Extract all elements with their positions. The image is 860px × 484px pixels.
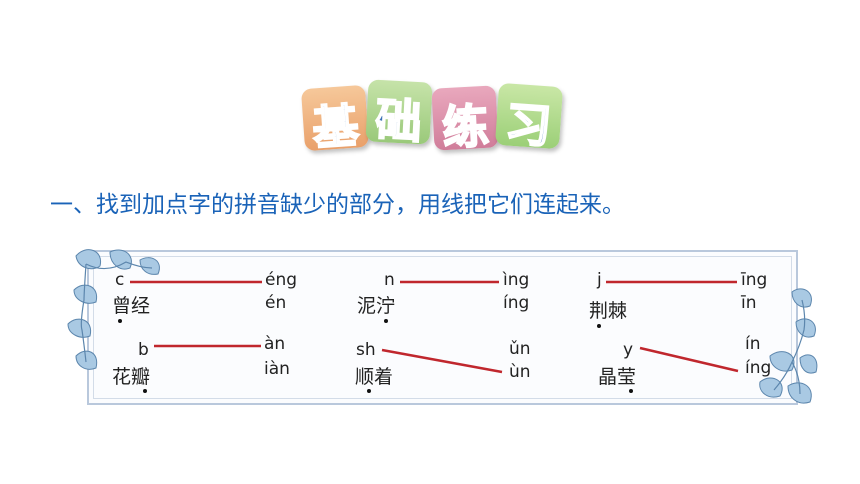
letter-j: j bbox=[597, 270, 602, 290]
word-cengjing: 曾经 bbox=[112, 295, 151, 317]
option-ing-1: īng bbox=[741, 270, 768, 290]
option-en: én bbox=[265, 293, 287, 313]
letter-y: y bbox=[623, 340, 634, 360]
option-an-4: àn bbox=[264, 334, 286, 354]
letter-b: b bbox=[138, 340, 149, 360]
leaf-decoration-right bbox=[759, 288, 818, 404]
option-ing-4: ìng bbox=[503, 270, 530, 290]
emphasis-dot bbox=[367, 389, 371, 393]
emphasis-dot bbox=[143, 389, 147, 393]
leaf-decoration-left bbox=[67, 249, 160, 370]
option-ian-4: iàn bbox=[264, 359, 290, 379]
option-eng: éng bbox=[265, 270, 298, 290]
word-huaban: 花瓣 bbox=[112, 366, 151, 388]
word-jingying: 晶莹 bbox=[598, 366, 637, 388]
emphasis-dot bbox=[384, 319, 388, 323]
option-in-1: īn bbox=[741, 293, 757, 313]
word-shunzhe: 顺着 bbox=[355, 366, 394, 388]
letter-sh: sh bbox=[356, 340, 376, 360]
exercise-panel bbox=[87, 250, 798, 405]
option-un-4: ùn bbox=[509, 362, 531, 382]
option-ing-2: íng bbox=[503, 293, 530, 313]
emphasis-dot bbox=[597, 324, 601, 328]
word-jingji: 荆棘 bbox=[589, 300, 628, 322]
word-nining: 泥泞 bbox=[357, 295, 396, 317]
option-in-2: ín bbox=[745, 334, 761, 354]
question-text: 一、找到加点字的拼音缺少的部分，用线把它们连起来。 bbox=[50, 192, 625, 218]
panel-inner-border bbox=[93, 256, 792, 399]
connector-line-sh bbox=[381, 348, 503, 374]
letter-n: n bbox=[384, 270, 395, 290]
letter-c: c bbox=[115, 270, 125, 290]
option-ing-2b: íng bbox=[745, 358, 772, 378]
emphasis-dot bbox=[118, 319, 122, 323]
emphasis-dot bbox=[629, 389, 633, 393]
option-un-3: ǔn bbox=[509, 339, 531, 359]
connector-line-y bbox=[639, 346, 739, 373]
